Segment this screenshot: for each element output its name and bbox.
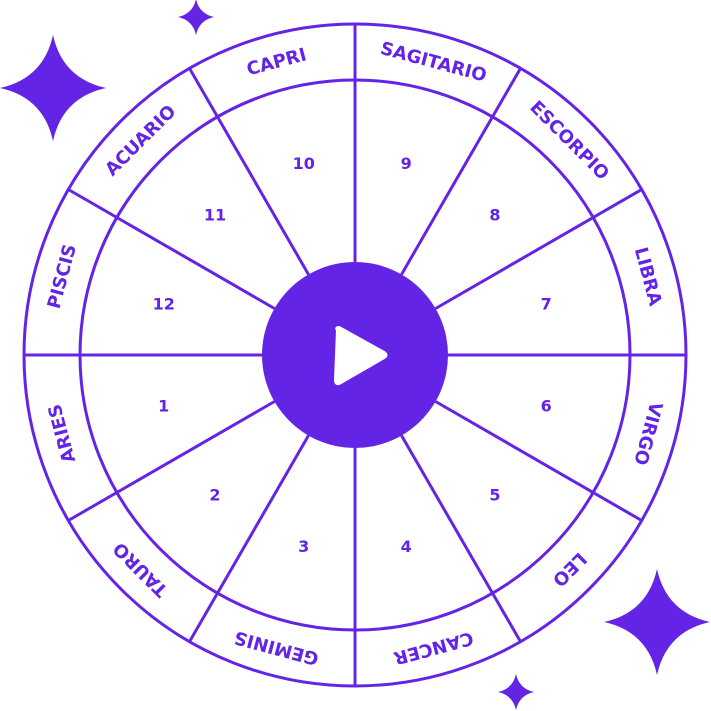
sign-label-geminis: GEMINIS xyxy=(232,626,321,669)
house-number-1: 1 xyxy=(158,397,169,416)
sign-label-cancer: CANCER xyxy=(391,627,475,668)
play-icon xyxy=(334,326,388,386)
sparkle-icon xyxy=(498,674,534,710)
divider-line xyxy=(400,434,522,643)
house-number-10: 10 xyxy=(293,154,315,173)
divider-line xyxy=(67,400,276,522)
divider-line xyxy=(434,188,643,310)
sign-label-capri: CAPRI xyxy=(244,44,308,80)
house-number-7: 7 xyxy=(541,294,552,313)
sign-label-acuario: ACUARIO xyxy=(101,101,180,180)
divider-line xyxy=(67,188,276,310)
house-number-8: 8 xyxy=(489,205,500,224)
house-dividers xyxy=(24,24,686,686)
play-button[interactable] xyxy=(262,262,448,448)
house-number-4: 4 xyxy=(401,537,412,556)
house-number-2: 2 xyxy=(209,486,220,505)
sign-label-leo: LEO xyxy=(548,548,590,590)
sign-label-aries: ARIES xyxy=(44,402,80,465)
house-number-3: 3 xyxy=(298,537,309,556)
house-number-6: 6 xyxy=(541,397,552,416)
house-number-12: 12 xyxy=(153,294,175,313)
sign-label-virgo: VIRGO xyxy=(629,400,666,468)
sign-label-libra: LIBRA xyxy=(630,245,666,308)
divider-line xyxy=(188,434,310,643)
house-number-5: 5 xyxy=(489,486,500,505)
divider-line xyxy=(188,67,310,276)
sign-label-piscis: PISCIS xyxy=(44,242,81,311)
house-number-9: 9 xyxy=(401,154,412,173)
sparkle-icon xyxy=(178,0,214,35)
sign-label-escorpio: ESCORPIO xyxy=(525,97,613,185)
divider-line xyxy=(434,400,643,522)
divider-line xyxy=(400,67,522,276)
sparkle-icon xyxy=(604,569,710,675)
sparkle-icon xyxy=(0,35,106,141)
sign-label-tauro: TAURO xyxy=(109,538,172,601)
house-number-11: 11 xyxy=(204,205,226,224)
house-numbers: 9 8 7 6 5 4 3 2 1 12 11 10 xyxy=(153,154,552,556)
